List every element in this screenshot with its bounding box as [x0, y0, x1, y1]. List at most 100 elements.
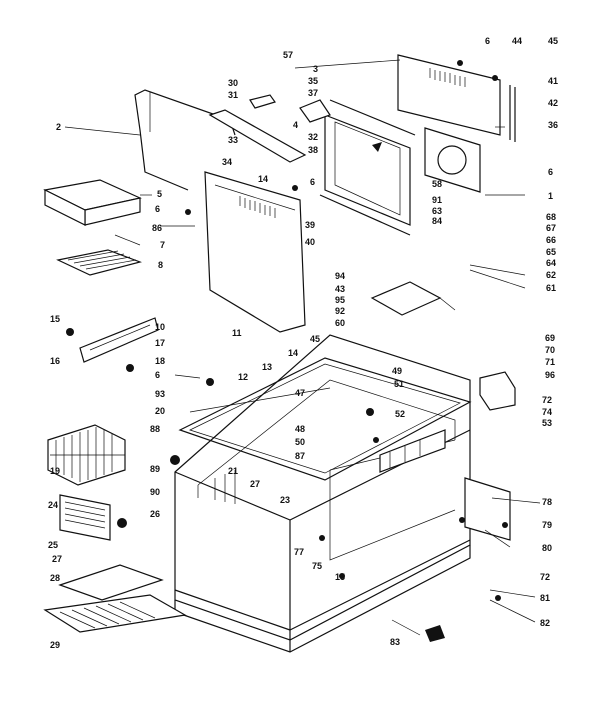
label-28: 28 [50, 573, 60, 583]
label-64: 64 [546, 258, 556, 268]
label-42: 42 [548, 98, 558, 108]
hinge-bracket [79, 317, 159, 363]
label-70: 70 [545, 345, 555, 355]
label-78: 78 [542, 497, 552, 507]
label-6d: 6 [310, 177, 315, 187]
label-61: 61 [546, 283, 556, 293]
label-51: 51 [394, 379, 404, 389]
label-82: 82 [540, 618, 550, 628]
label-43: 43 [335, 284, 345, 294]
condenser-frame [299, 99, 416, 236]
label-81: 81 [540, 593, 550, 603]
label-90: 90 [150, 487, 160, 497]
back-shroud [397, 54, 516, 193]
label-36: 36 [548, 120, 558, 130]
label-62: 62 [546, 270, 556, 280]
label-13: 13 [262, 362, 272, 372]
label-38: 38 [308, 145, 318, 155]
label-27b: 27 [52, 554, 62, 564]
label-49: 49 [392, 366, 402, 376]
label-6b: 6 [548, 167, 553, 177]
leveling-leg [425, 625, 445, 642]
bracket-rail [208, 94, 307, 163]
label-19: 19 [50, 466, 60, 476]
label-14a: 14 [258, 174, 268, 184]
label-95: 95 [335, 295, 345, 305]
label-48: 48 [295, 424, 305, 434]
label-84: 84 [432, 216, 442, 226]
label-4: 4 [293, 120, 298, 130]
label-87: 87 [295, 451, 305, 461]
front-grille [59, 494, 111, 541]
label-30: 30 [228, 78, 238, 88]
evaporator-cover [204, 171, 306, 333]
label-23: 23 [280, 495, 290, 505]
label-12: 12 [238, 372, 248, 382]
label-20: 20 [155, 406, 165, 416]
lid-gasket [178, 357, 472, 481]
label-32: 32 [308, 132, 318, 142]
label-6c: 6 [155, 204, 160, 214]
drip-tray [43, 179, 142, 226]
label-21: 21 [228, 466, 238, 476]
label-16: 16 [50, 356, 60, 366]
floor-mats [43, 564, 187, 633]
label-18: 18 [155, 356, 165, 366]
grille-plate [56, 249, 142, 276]
label-11: 11 [232, 328, 242, 338]
label-24: 24 [48, 500, 58, 510]
leader-lines [64, 59, 541, 636]
label-2: 2 [56, 122, 61, 132]
wire-basket [47, 424, 126, 486]
tube-assembly [134, 89, 236, 191]
label-50: 50 [295, 437, 305, 447]
label-8: 8 [158, 260, 163, 270]
label-39: 39 [305, 220, 315, 230]
label-66: 66 [546, 235, 556, 245]
label-67: 67 [546, 223, 556, 233]
label-94: 94 [335, 271, 345, 281]
label-58: 58 [432, 179, 442, 189]
label-29: 29 [50, 640, 60, 650]
label-83: 83 [390, 637, 400, 647]
label-68: 68 [546, 212, 556, 222]
fasteners [66, 60, 508, 601]
label-44: 44 [512, 36, 522, 46]
side-access-panel [464, 477, 511, 541]
label-93: 93 [155, 389, 165, 399]
label-10: 10 [155, 322, 165, 332]
label-63: 63 [432, 206, 442, 216]
label-14b: 14 [288, 348, 298, 358]
label-7: 7 [160, 240, 165, 250]
label-86: 86 [152, 223, 162, 233]
label-26: 26 [150, 509, 160, 519]
label-40: 40 [305, 237, 315, 247]
label-3: 3 [313, 64, 318, 74]
label-47: 47 [295, 388, 305, 398]
label-15a: 15 [50, 314, 60, 324]
label-92: 92 [335, 306, 345, 316]
control-box [479, 371, 516, 411]
label-17: 17 [155, 338, 165, 348]
cabinet-body [174, 334, 471, 653]
small-tray [370, 281, 442, 316]
label-60: 60 [335, 318, 345, 328]
label-57: 57 [283, 50, 293, 60]
label-71: 71 [545, 357, 555, 367]
label-74: 74 [542, 407, 552, 417]
label-25: 25 [48, 540, 58, 550]
label-72a: 72 [542, 395, 552, 405]
label-69: 69 [545, 333, 555, 343]
label-37: 37 [308, 88, 318, 98]
label-31: 31 [228, 90, 238, 100]
label-88: 88 [150, 424, 160, 434]
label-72b: 72 [540, 572, 550, 582]
label-41: 41 [548, 76, 558, 86]
label-53: 53 [542, 418, 552, 428]
label-45a: 45 [548, 36, 558, 46]
label-27a: 27 [250, 479, 260, 489]
label-75: 75 [312, 561, 322, 571]
label-89: 89 [150, 464, 160, 474]
label-1: 1 [548, 191, 553, 201]
label-79: 79 [542, 520, 552, 530]
